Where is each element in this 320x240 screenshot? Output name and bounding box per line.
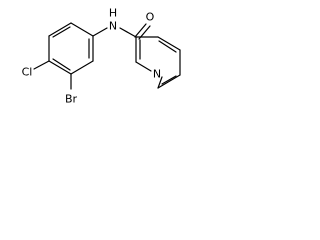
bond-ring1-c2-c3	[48, 22, 72, 37]
bond-ring2-double-3	[158, 40, 177, 53]
bond-ring2-c6-c5	[157, 74, 181, 89]
bond-ring2-n1-c6	[157, 76, 163, 89]
bond-ring1-c4-c5	[48, 60, 72, 75]
bonds	[33, 22, 181, 90]
bond-ring2-c2-n1	[135, 61, 152, 72]
bond-ring1-c5-c6	[70, 60, 94, 75]
atom-nitrogen-amide: N	[109, 20, 117, 33]
bond-ring2-c4-c3	[157, 36, 181, 51]
bond-c-o-1	[134, 23, 147, 38]
atom-chlorine: Cl	[22, 66, 33, 79]
bond-c-cl	[33, 60, 50, 70]
atom-bromine: Br	[65, 93, 78, 106]
bond-ring1-double-1	[52, 26, 71, 38]
bond-ring1-double-2	[52, 58, 71, 71]
bond-ring2-double-2	[161, 75, 177, 85]
bond-ring1-c1-c2	[70, 22, 94, 37]
atom-nitrogen-pyridine: N	[153, 68, 161, 81]
atom-hydrogen-amide: H	[109, 7, 117, 20]
atom-oxygen: O	[146, 11, 155, 24]
chemical-structure: N H O Cl Br N	[22, 7, 181, 106]
bond-n-c	[119, 27, 137, 38]
bond-c-n	[92, 27, 108, 37]
atom-labels: N H O Cl Br N	[22, 7, 161, 106]
